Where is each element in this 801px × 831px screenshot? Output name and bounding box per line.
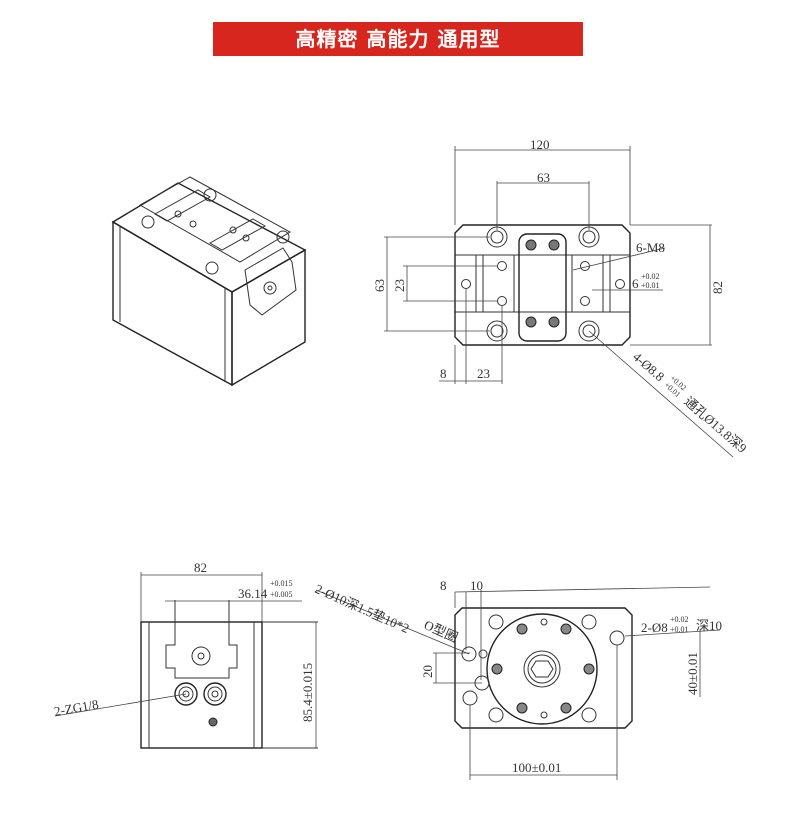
dim-side-width: 82 bbox=[194, 560, 207, 575]
dim-side-height: 85.4±0.015 bbox=[300, 663, 315, 722]
dim-offset-8: 8 bbox=[440, 366, 447, 381]
isometric-view bbox=[111, 176, 307, 387]
slot-width: 6 bbox=[632, 276, 639, 291]
slot-tol-upper: +0.02 bbox=[641, 272, 660, 281]
dim-offset-8-bottom: 8 bbox=[440, 578, 447, 593]
pin-tol-upper: +0.02 bbox=[670, 615, 689, 624]
mounting-holes bbox=[486, 226, 600, 342]
dim-vertical: 40±0.01 bbox=[685, 652, 700, 695]
side-view: 82 36.14 +0.015 +0.005 85.4±0.015 2-ZG1/… bbox=[53, 560, 318, 749]
dim-horizontal: 100±0.01 bbox=[512, 760, 561, 775]
thread-callout: 6-M8 bbox=[636, 240, 665, 255]
top-view: 120 63 82 63 23 8 23 6-M8 6 +0.02 +0.01 … bbox=[372, 137, 750, 458]
jaw-tol-upper: +0.015 bbox=[270, 579, 293, 588]
pin-tol-lower: +0.01 bbox=[670, 625, 689, 634]
dim-offset-23: 23 bbox=[477, 366, 490, 381]
dim-hole-spacing: 63 bbox=[537, 170, 550, 185]
pin-callout: 2-Ø8 bbox=[641, 620, 668, 635]
slot-tol-lower: +0.01 bbox=[641, 281, 660, 290]
bottom-view: 100±0.01 40±0.01 8 10 20 2-Ø10深1.5垫10*2 … bbox=[313, 578, 722, 780]
port-callout: 2-ZG1/8 bbox=[53, 696, 100, 719]
hole-callout-suffix: 通孔Ø13.8深9 bbox=[681, 394, 749, 456]
dim-jaw-width: 36.14 bbox=[238, 586, 268, 601]
hole-callout: 4-Ø8.8 bbox=[630, 349, 667, 384]
dim-left-spacing: 63 bbox=[372, 279, 387, 292]
title-banner: 高精密 高能力 通用型 bbox=[213, 22, 583, 56]
dim-width: 120 bbox=[530, 137, 550, 152]
oring-callout: 2-Ø10深1.5垫10*2 bbox=[313, 581, 412, 636]
pin-callout-suffix: 深10 bbox=[696, 618, 722, 633]
dim-spacing-20: 20 bbox=[420, 665, 435, 678]
jaw-tol-lower: +0.005 bbox=[270, 590, 293, 599]
dim-inner-spacing: 23 bbox=[392, 279, 407, 292]
dim-offset-10: 10 bbox=[470, 578, 483, 593]
dim-height: 82 bbox=[710, 281, 725, 294]
